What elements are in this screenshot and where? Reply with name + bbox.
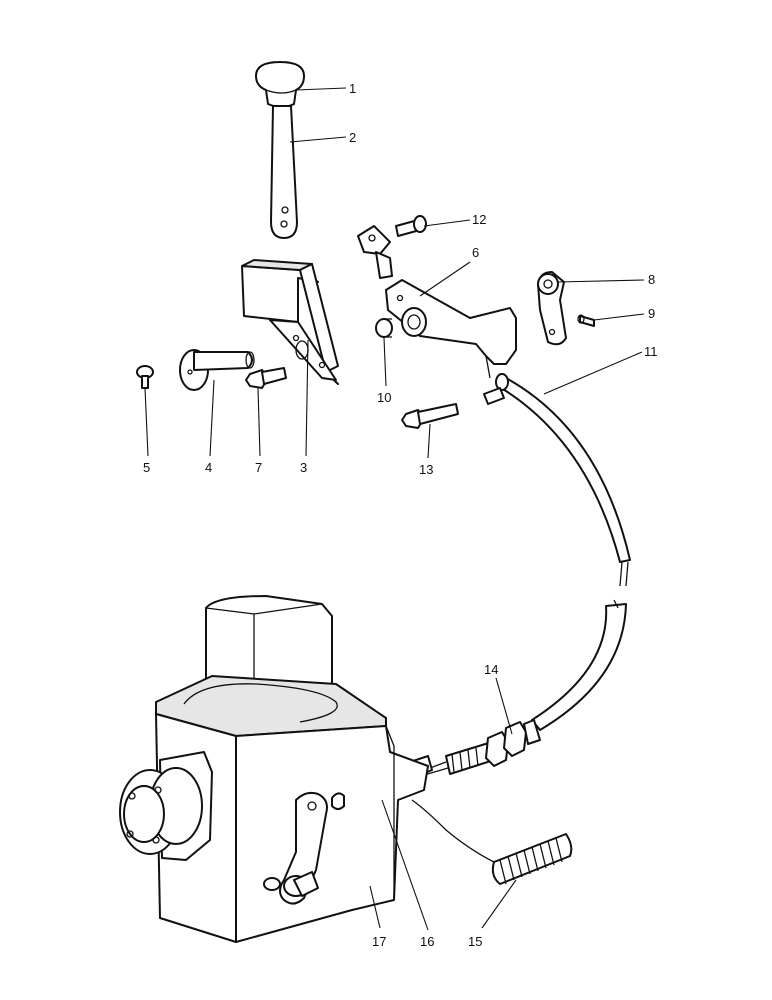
callout-14: 14 — [484, 662, 498, 677]
leader-lines — [144, 87, 645, 931]
pivot-pin — [179, 349, 255, 391]
return-spring — [411, 799, 573, 885]
hex-bolt — [245, 367, 287, 389]
callout-16: 16 — [420, 934, 434, 949]
leader-3 — [305, 339, 309, 457]
leader-16 — [381, 799, 429, 931]
leader-17 — [369, 885, 381, 929]
bushing — [375, 318, 393, 338]
leader-5 — [144, 387, 149, 457]
leader-9 — [593, 313, 645, 321]
leader-13 — [427, 423, 431, 459]
leader-1 — [295, 87, 347, 91]
callout-1: 1 — [349, 81, 356, 96]
callout-7: 7 — [255, 460, 262, 475]
leader-4 — [209, 379, 215, 457]
leader-14 — [495, 677, 513, 735]
callout-8: 8 — [648, 272, 655, 287]
leader-7 — [257, 387, 261, 457]
mounting-bracket — [241, 259, 339, 385]
callout-15: 15 — [468, 934, 482, 949]
callout-12: 12 — [472, 212, 486, 227]
cable-bracket — [385, 279, 517, 379]
leader-11 — [543, 351, 643, 395]
callout-17: 17 — [372, 934, 386, 949]
callout-6: 6 — [472, 245, 479, 260]
leader-2 — [289, 136, 347, 143]
lever-arm — [270, 105, 298, 239]
callout-9: 9 — [648, 306, 655, 321]
leader-15 — [481, 879, 517, 929]
cable-lever — [537, 271, 567, 346]
small-screw — [136, 365, 154, 389]
bracket-bolt — [401, 403, 459, 429]
leader-12 — [423, 219, 471, 227]
leader-8 — [557, 279, 645, 283]
callout-2: 2 — [349, 130, 356, 145]
lever-pin — [577, 314, 595, 327]
control-cable — [483, 373, 631, 731]
lever-knob — [255, 61, 305, 108]
clevis-pin — [395, 215, 427, 237]
callout-labels: 1 2 3 4 5 6 7 8 9 10 11 12 13 14 15 16 1… — [143, 81, 658, 949]
gearbox-housing — [119, 595, 429, 943]
callout-4: 4 — [205, 460, 212, 475]
callout-11: 11 — [644, 344, 658, 359]
cable-clevis-upper — [357, 225, 393, 279]
callout-13: 13 — [419, 462, 433, 477]
leader-6 — [419, 261, 471, 297]
leader-10 — [383, 337, 387, 387]
callout-10: 10 — [377, 390, 391, 405]
callout-3: 3 — [300, 460, 307, 475]
cable-adjuster — [413, 719, 541, 779]
callout-5: 5 — [143, 460, 150, 475]
